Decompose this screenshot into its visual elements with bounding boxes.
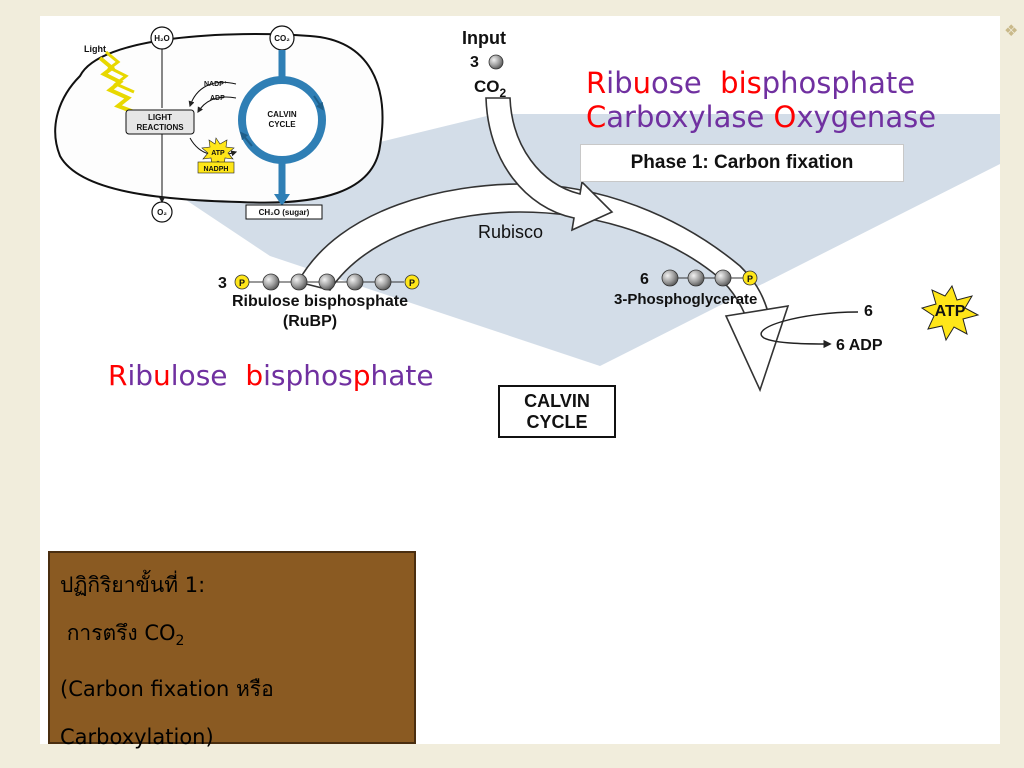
inset-light-reactions-1: LIGHT <box>148 113 172 122</box>
pga-label: 3-Phosphoglycerate <box>614 291 757 308</box>
rubp-seg4: b <box>245 359 264 392</box>
inset-atp-label: ATP <box>211 150 225 157</box>
enzyme-l1-seg5: phosphate <box>761 66 916 100</box>
rubisco-label: Rubisco <box>478 222 543 242</box>
thai-line3: (Carbon fixation หรือ <box>60 677 274 702</box>
calvin-cycle-box: CALVIN CYCLE <box>498 385 616 438</box>
inset-h2o-label: H₂O <box>154 34 170 43</box>
inset-sugar-label: CH₂O (sugar) <box>259 208 310 217</box>
rubp-seg0: R <box>108 359 128 392</box>
enzyme-name-line2: Carboxylase Oxygenase <box>586 100 936 134</box>
inset-adp-label: ADP <box>210 95 225 102</box>
rubp-seg6: p <box>352 359 371 392</box>
inset-nadph-label: NADPH <box>204 166 229 173</box>
enzyme-l2-seg3: xygenase <box>796 100 937 134</box>
thai-line2-text: การตรึง CO <box>66 621 176 645</box>
thai-explanation-box: ปฏิกิริยาขั้นที่ 1: การตรึง CO2 (Carbon … <box>48 551 416 749</box>
enzyme-l2-seg0: C <box>586 100 607 134</box>
rubp-seg3: lose <box>170 359 246 392</box>
input-count: 3 <box>470 54 479 71</box>
pga-count: 6 <box>640 271 649 288</box>
enzyme-l2-seg2: O <box>773 100 797 134</box>
inset-co2-label: CO₂ <box>274 34 290 43</box>
atp-star <box>920 284 980 342</box>
thai-line4: Carboxylation) <box>60 725 214 750</box>
calvin-line1: CALVIN <box>524 390 590 411</box>
rubp-seg1: ib <box>127 359 154 392</box>
co2-input-arrow <box>485 97 614 232</box>
inset-o2-label: O₂ <box>157 208 167 217</box>
enzyme-l1-seg4: bis <box>720 66 762 100</box>
inset-atp-star <box>201 137 235 167</box>
thai-line2-sub: 2 <box>175 633 185 650</box>
input-molecule: CO2 <box>474 77 507 100</box>
adp-label: 6 ADP <box>836 337 883 354</box>
slide-corner-icon: ❖ <box>1004 23 1019 40</box>
inset-calvin-1: CALVIN <box>267 110 296 119</box>
chloroplast-outline <box>54 33 384 204</box>
rubp-phosphate-left: P <box>239 278 245 288</box>
enzyme-l1-seg2: u <box>632 66 652 100</box>
phase-label: Phase 1: Carbon fixation <box>630 152 854 173</box>
thai-line1: ปฏิกิริยาขั้นที่ 1: <box>60 573 206 597</box>
inset-light-reactions-2: REACTIONS <box>136 123 184 132</box>
cycle-arrow-head <box>724 304 790 393</box>
input-label: Input <box>462 28 506 48</box>
atp-count: 6 <box>864 303 873 320</box>
enzyme-name-line1: Ribuose bisphosphate <box>586 66 936 100</box>
inset-nadp-label: NADP⁺ <box>204 80 228 88</box>
rubp-seg5: isphos <box>263 359 353 392</box>
input-molecule-base: CO <box>474 77 500 96</box>
input-molecule-sub: 2 <box>500 86 507 100</box>
inset-calvin-ring <box>238 76 326 164</box>
rubp-abbrev: (RuBP) <box>283 313 337 330</box>
thai-line2: การตรึง CO2 <box>60 609 414 665</box>
enzyme-name: Ribuose bisphosphate Carboxylase Oxygena… <box>586 66 936 134</box>
atp-to-adp-arrow <box>760 311 859 349</box>
inset-light-label: Light <box>84 44 106 54</box>
chloroplast-inset: Light H₂O LIGHT REACTIONS O₂ NADP⁺ ADP A… <box>54 25 384 223</box>
rubp-name: Ribulose bisphosphate <box>108 359 434 393</box>
enzyme-l1-seg0: R <box>586 66 607 100</box>
atp-label: ATP <box>935 303 966 320</box>
rubp-seg2: u <box>153 359 171 392</box>
inset-calvin-2: CYCLE <box>268 120 296 129</box>
pga-phosphate: P <box>747 274 753 284</box>
enzyme-l2-seg1: arboxylase <box>606 100 774 134</box>
rubp-phosphate-right: P <box>409 278 415 288</box>
calvin-line2: CYCLE <box>526 411 588 432</box>
enzyme-l1-seg3: ose <box>651 66 721 100</box>
enzyme-l1-seg1: ib <box>606 66 633 100</box>
rubp-seg7: hate <box>370 359 434 392</box>
phase-label-box: Phase 1: Carbon fixation <box>580 144 904 182</box>
rubp-count: 3 <box>218 275 227 292</box>
rubp-label: Ribulose bisphosphate <box>232 293 408 310</box>
